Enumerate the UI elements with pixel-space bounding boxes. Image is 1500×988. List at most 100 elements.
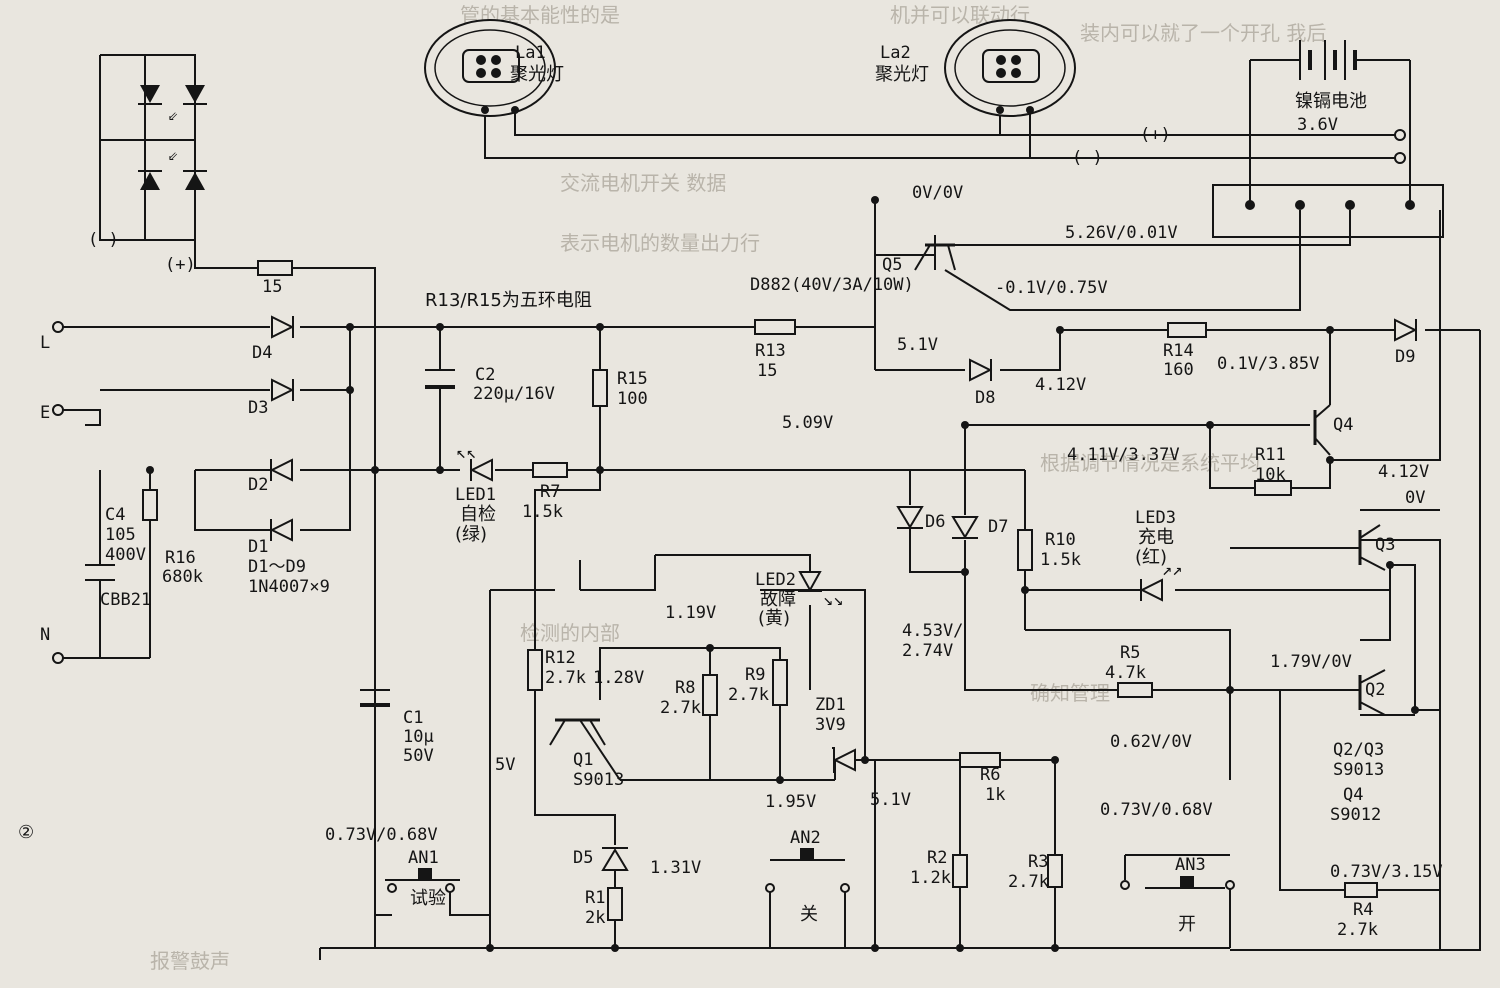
resistors [142, 260, 1378, 921]
label-bridge-plus: (+) [165, 255, 196, 275]
label-led1-name: 自检 [460, 504, 496, 525]
resistor-r13 [754, 319, 796, 335]
label-c4-voltage: 400V [105, 545, 146, 565]
voltage-reading: -0.1V/0.75V [995, 278, 1108, 298]
transistor-q2 [1358, 669, 1386, 716]
label-r12-ref: R12 [545, 648, 576, 668]
resistor-r4 [1344, 882, 1378, 898]
diode-d9 [1394, 318, 1418, 342]
label-r8-ref: R8 [675, 678, 695, 698]
resistor-r14 [1167, 322, 1207, 338]
label-r8-value: 2.7k [660, 698, 701, 718]
label-q4-ref2: Q4 [1343, 785, 1363, 805]
label-la2-name: 聚光灯 [875, 64, 929, 85]
resistor-r12 [527, 649, 543, 691]
switch-an3 [1120, 876, 1235, 890]
label-d5: D5 [573, 848, 593, 868]
zener-zd1 [832, 747, 856, 773]
resistor-r6 [959, 752, 1001, 768]
voltage-reading: 0.73V/3.15V [1330, 862, 1443, 882]
label-led3-ref: LED3 [1135, 508, 1176, 528]
diode-d1 [269, 518, 293, 542]
voltage-reading: 4.12V [1378, 462, 1429, 482]
bridge-diodes: ⇙ ⇙ [138, 85, 207, 190]
label-la1-ref: La1 [515, 43, 546, 63]
capacitor-c4 [85, 564, 115, 581]
label-r1-value: 2k [585, 908, 605, 928]
label-r11-value: 10k [1255, 465, 1286, 485]
voltage-reading: 5.09V [782, 413, 833, 433]
transistors [549, 243, 1386, 746]
label-d4: D4 [252, 343, 272, 363]
voltage-reading: 1.19V [665, 603, 716, 623]
label-led3-color: (红) [1135, 547, 1167, 568]
label-q4-model: S9012 [1330, 805, 1381, 825]
voltage-reading: 1.79V/0V [1270, 652, 1352, 672]
label-c2-value: 220μ/16V [473, 384, 555, 404]
lamp-la1 [424, 19, 556, 117]
label-d1: D1 [248, 537, 268, 557]
label-bridge-minus: (-) [88, 230, 119, 250]
voltage-reading: 0.62V/0V [1110, 732, 1192, 752]
svg-text:↘↘: ↘↘ [823, 590, 843, 610]
label-q3: Q3 [1375, 535, 1395, 555]
diode-d6 [896, 506, 924, 529]
voltage-reading: 0V/0V [912, 183, 963, 203]
resistor-r16 [142, 489, 158, 521]
background-text-line: 确知管理 [1030, 681, 1110, 705]
label-diode-part: 1N4007×9 [248, 577, 330, 597]
label-zd1-value: 3V9 [815, 715, 846, 735]
resistor-r15 [592, 369, 608, 407]
label-an2-ref: AN2 [790, 828, 821, 848]
label-r3-ref: R3 [1028, 852, 1048, 872]
diodes [269, 315, 1418, 871]
label-q23-model: S9013 [1333, 760, 1384, 780]
voltage-reading: 4.53V/ [902, 621, 963, 641]
label-r6-value: 1k [985, 785, 1005, 805]
label-r16-value: 680k [162, 567, 203, 587]
label-r9-ref: R9 [745, 665, 765, 685]
voltage-reading: 5.26V/0.01V [1065, 223, 1178, 243]
label-led1-color: (绿) [455, 524, 487, 545]
label-mains-n: N [40, 625, 50, 645]
resistor-r9 [772, 659, 788, 706]
background-text-layer: 管的基本能性的是机并可以联动行装内可以就了一个开孔 我后交流电机开关 数据表示电… [150, 3, 1326, 973]
label-r14-ref: R14 [1163, 341, 1194, 361]
label-c4-ref: C4 [105, 505, 125, 525]
label-led1-ref: LED1 [455, 485, 496, 505]
svg-text:⇙: ⇙ [168, 145, 178, 165]
label-battery-voltage: 3.6V [1297, 115, 1338, 135]
resistor-r7 [532, 462, 568, 478]
label-c2-ref: C2 [475, 365, 495, 385]
transistor-q1 [549, 718, 606, 746]
label-la2-ref: La2 [880, 43, 911, 63]
voltage-reading: 5V [495, 755, 515, 775]
note-resistors: R13/R15为五环电阻 [425, 290, 592, 311]
led-led2: ↘↘ [798, 571, 843, 610]
label-r10-value: 1.5k [1040, 550, 1081, 570]
transistor-q5 [914, 243, 956, 271]
label-r14-value: 160 [1163, 360, 1194, 380]
led-led1: ↖↖ [456, 443, 493, 482]
label-q5-part: D882(40V/3A/10W) [750, 275, 914, 295]
label-mains-e: E [40, 403, 50, 423]
voltage-reading: 4.11V/3.37V [1067, 445, 1180, 465]
resistor-r11 [1254, 480, 1292, 496]
label-diode-range: D1～D9 [248, 557, 306, 577]
switches [385, 848, 1235, 893]
label-r2-value: 1.2k [910, 868, 951, 888]
background-text-line: 根据调节情况是系统平均 [1040, 451, 1260, 475]
resistor-r8 [702, 674, 718, 716]
label-an1-ref: AN1 [408, 848, 439, 868]
label-led2-name: 故障 [760, 589, 796, 610]
label-r7-value: 1.5k [522, 502, 563, 522]
diode-d4 [271, 315, 295, 339]
label-led2-ref: LED2 [755, 570, 796, 590]
label-r9-value: 2.7k [728, 685, 769, 705]
diode-d3 [271, 378, 295, 402]
label-r12-value: 2.7k [545, 668, 586, 688]
capacitor-c2 [425, 369, 455, 389]
diode-d5 [601, 847, 629, 871]
terminal-e [52, 404, 64, 416]
junction-dots [146, 106, 1419, 952]
